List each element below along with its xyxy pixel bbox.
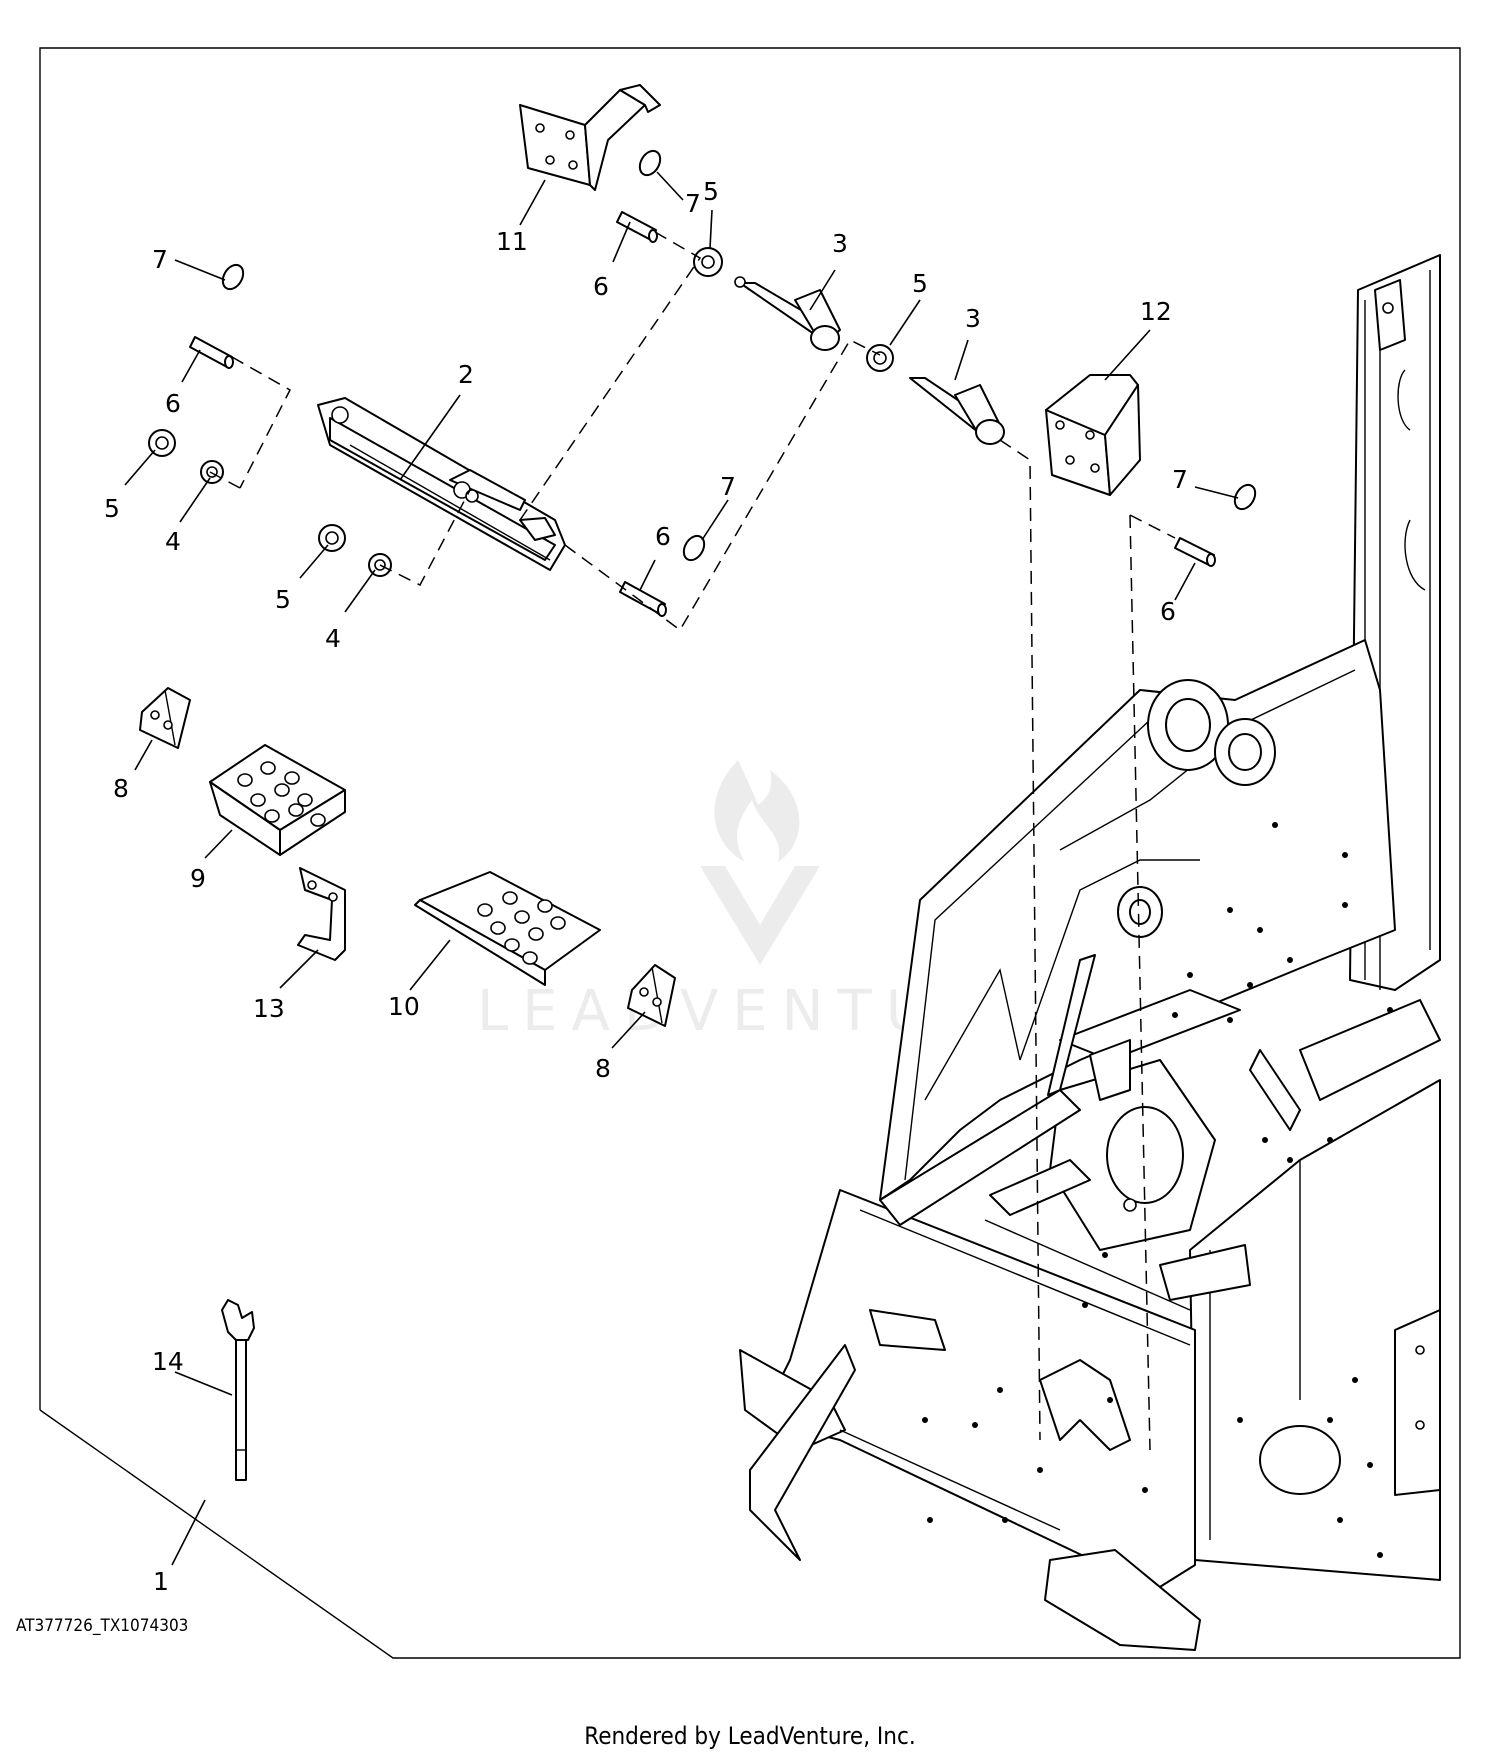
clips xyxy=(221,149,1257,562)
callout-11: 11 xyxy=(496,227,528,256)
callout-5-top: 5 xyxy=(703,177,719,206)
callout-7-top: 7 xyxy=(685,189,701,218)
callout-3-upper: 3 xyxy=(832,229,848,258)
callout-5-left: 5 xyxy=(104,494,120,523)
step-10 xyxy=(414,871,601,986)
handle-3-upper xyxy=(734,276,841,351)
link-bar-2 xyxy=(317,397,566,571)
pad-8-upper xyxy=(139,687,191,749)
callout-9: 9 xyxy=(190,864,206,893)
callout-3-lower: 3 xyxy=(965,304,981,333)
handle-3-lower xyxy=(909,377,1005,445)
wrench-14 xyxy=(221,1299,255,1481)
step-9 xyxy=(209,744,346,856)
bracket-13 xyxy=(297,867,346,961)
callout-2: 2 xyxy=(458,360,474,389)
callout-6-mid: 6 xyxy=(655,522,671,551)
bracket-11 xyxy=(519,84,661,191)
callout-5-right: 5 xyxy=(912,269,928,298)
callout-5-mid: 5 xyxy=(275,585,291,614)
callout-4-left: 4 xyxy=(165,527,181,556)
callout-7-mid: 7 xyxy=(720,472,736,501)
callout-1: 1 xyxy=(153,1567,169,1596)
kit-boundary xyxy=(39,47,1461,1659)
step-9-holes xyxy=(237,761,326,827)
callout-7-left: 7 xyxy=(152,245,168,274)
callout-4-mid: 4 xyxy=(325,624,341,653)
drawing-id: AT377726_TX1074303 xyxy=(16,1616,189,1636)
callout-6-top: 6 xyxy=(593,272,609,301)
callout-6-left: 6 xyxy=(165,389,181,418)
callout-10: 10 xyxy=(388,992,420,1021)
callout-6-right: 6 xyxy=(1160,597,1176,626)
callout-7-right: 7 xyxy=(1172,465,1188,494)
callout-8-lower: 8 xyxy=(595,1054,611,1083)
callout-8-upper: 8 xyxy=(113,774,129,803)
leader-lines xyxy=(124,171,1239,1566)
frame-holes xyxy=(922,822,1393,1558)
callout-12: 12 xyxy=(1140,297,1172,326)
callout-labels: 1 2 3 3 4 4 5 5 5 5 6 6 6 6 7 7 7 7 8 8 … xyxy=(104,177,1188,1596)
explode-lines xyxy=(209,231,1176,1451)
callout-13: 13 xyxy=(253,994,285,1023)
pad-8-lower xyxy=(627,964,676,1027)
loader-frame xyxy=(739,254,1441,1651)
render-credit: Rendered by LeadVenture, Inc. xyxy=(584,1722,916,1750)
step-10-holes xyxy=(477,891,566,965)
callout-14: 14 xyxy=(152,1347,184,1376)
pins xyxy=(189,211,1216,617)
bracket-12 xyxy=(1045,374,1141,496)
